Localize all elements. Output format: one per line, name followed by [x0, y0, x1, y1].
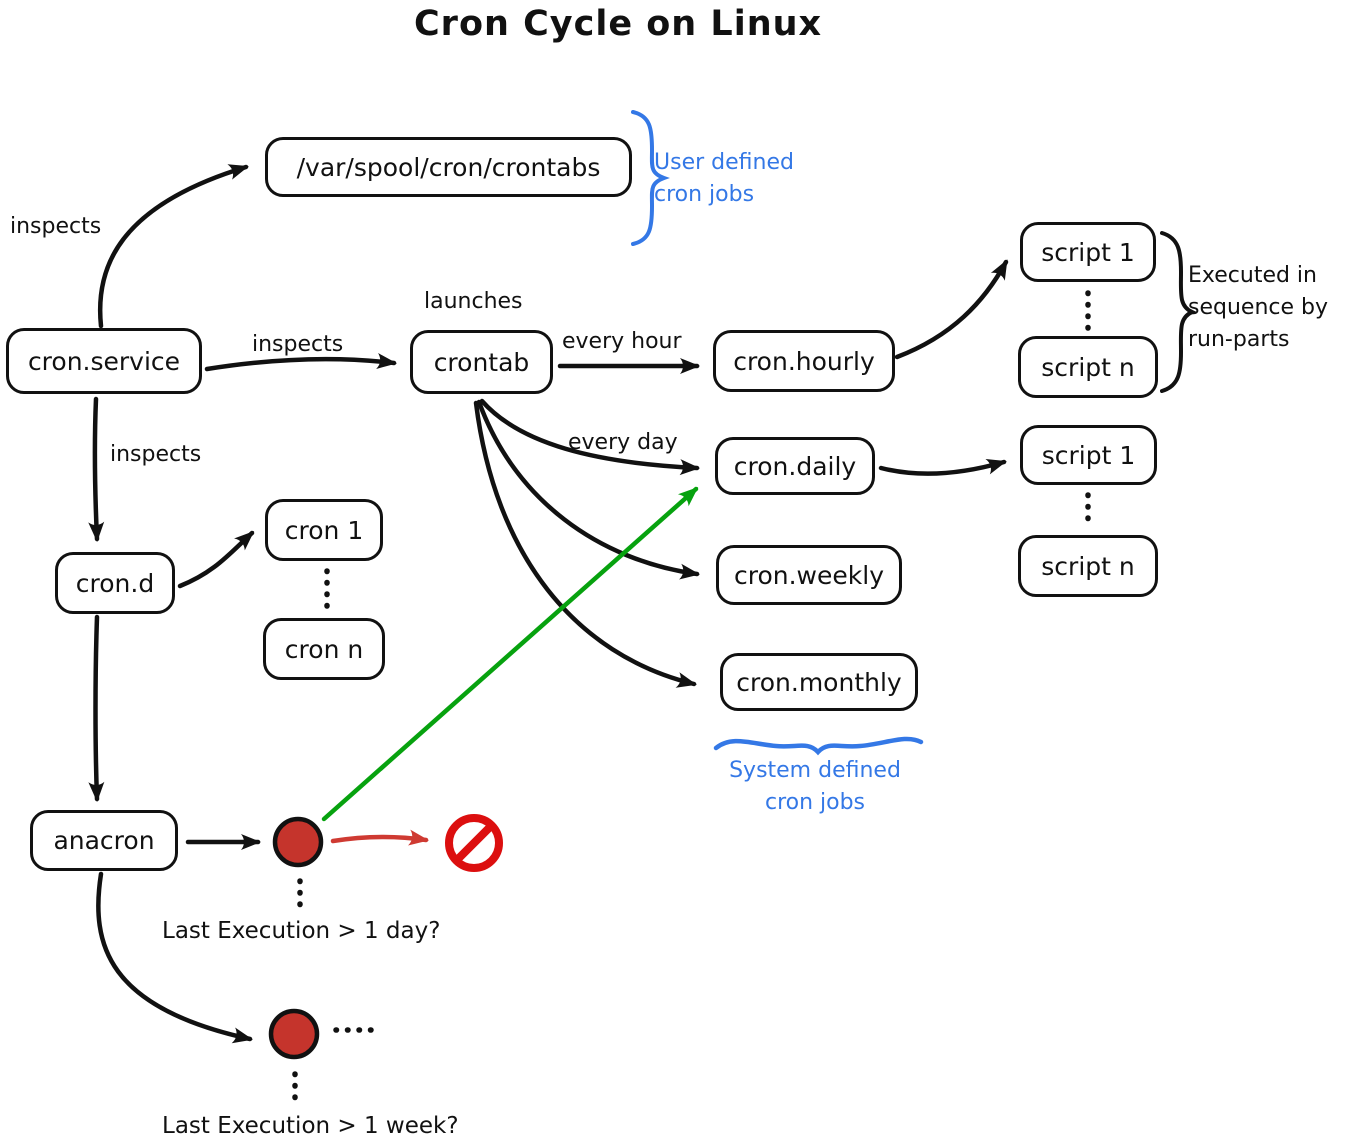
brace-system-defined	[713, 736, 924, 756]
edge-label-inspects-left: inspects	[110, 442, 202, 467]
node-cron-hourly: cron.hourly	[713, 330, 895, 392]
edge-label-every-day: every day	[568, 430, 678, 455]
edge-label-launches: launches	[424, 289, 523, 314]
node-anacron: anacron	[30, 810, 178, 871]
decision-circle-week-icon	[268, 1008, 320, 1060]
edge-label-inspects-top: inspects	[10, 214, 102, 239]
arrow-decision1-to-skip	[330, 829, 429, 846]
node-scriptn-hourly: script n	[1018, 336, 1158, 398]
label-last-execution-week: Last Execution > 1 week?	[162, 1113, 459, 1139]
annotation-system-defined-line2: cron jobs	[764, 789, 866, 815]
annotation-system-defined: System defined cron jobs	[700, 755, 930, 819]
label-last-execution-day: Last Execution > 1 day?	[162, 918, 441, 944]
node-cron-weekly: cron.weekly	[716, 545, 902, 605]
arrow-service-to-crontab	[204, 353, 397, 372]
annotation-user-defined: User defined cron jobs	[654, 147, 794, 211]
node-cron-d: cron.d	[55, 552, 175, 614]
node-scriptn-daily: script n	[1018, 535, 1158, 597]
prohibition-icon	[445, 814, 503, 872]
annotation-system-defined-line1: System defined	[729, 758, 901, 783]
node-crontab: crontab	[410, 330, 553, 394]
arrow-hourly-to-script1	[894, 259, 1009, 360]
arrow-decision1-to-daily-green	[321, 486, 699, 822]
arrow-crontab-to-weekly	[476, 399, 700, 580]
node-cron-1: cron 1	[265, 499, 383, 561]
node-cron-monthly: cron.monthly	[720, 653, 918, 711]
node-var-spool-crontabs: /var/spool/cron/crontabs	[265, 137, 632, 197]
annotation-run-parts-line2: sequence by	[1188, 294, 1328, 320]
diagram-title: Cron Cycle on Linux	[414, 4, 823, 44]
annotation-run-parts-line3: run-parts	[1188, 326, 1290, 352]
arrow-anacron-to-decision2	[96, 871, 253, 1044]
annotation-user-defined-line1: User defined	[654, 150, 794, 175]
arrow-crond-to-anacron	[88, 614, 105, 802]
edge-label-every-hour: every hour	[562, 329, 682, 354]
node-script1-hourly: script 1	[1020, 222, 1156, 282]
annotation-run-parts: Executed in sequence by run-parts	[1188, 260, 1328, 356]
node-script1-daily: script 1	[1020, 425, 1157, 485]
arrow-service-to-crond	[88, 396, 105, 542]
decision-circle-day-icon	[272, 816, 324, 868]
node-cron-service: cron.service	[6, 328, 202, 394]
annotation-run-parts-line1: Executed in	[1188, 263, 1317, 288]
node-cron-daily: cron.daily	[715, 437, 875, 495]
annotation-user-defined-line2: cron jobs	[654, 181, 755, 207]
edge-label-inspects-mid: inspects	[252, 332, 344, 357]
brace-run-parts	[1160, 231, 1197, 393]
arrow-crontab-to-monthly	[473, 400, 697, 688]
arrow-service-to-varspool	[97, 164, 249, 329]
brace-user-defined	[631, 110, 670, 246]
node-cron-n: cron n	[263, 618, 385, 680]
arrow-crond-to-cron1	[177, 530, 255, 589]
arrow-daily-to-script1	[878, 458, 1007, 476]
arrow-crontab-to-daily	[479, 398, 700, 476]
